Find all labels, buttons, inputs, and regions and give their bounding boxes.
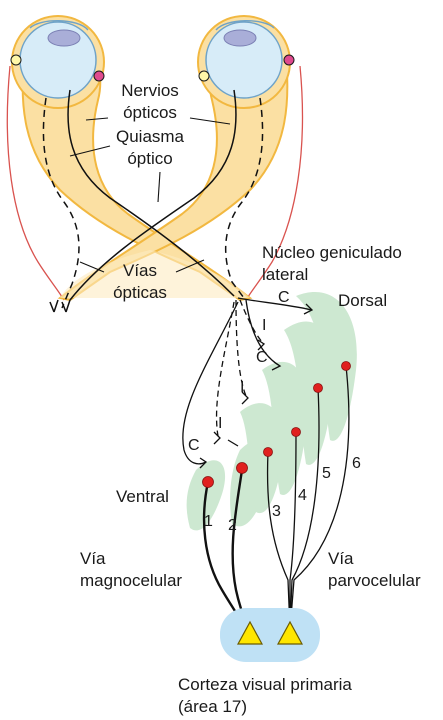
left-temporal-retina-dot: [11, 55, 21, 65]
label-vias-2: ópticas: [113, 283, 167, 302]
left-lens: [48, 30, 80, 46]
label-nervios-2: ópticos: [123, 103, 177, 122]
cell-dot-layer-2: [237, 463, 248, 474]
layer-number-5: 5: [322, 465, 331, 482]
primary-visual-cortex: [220, 608, 320, 662]
fiber-low-extra: [228, 440, 238, 446]
marker-i-top: I: [262, 317, 266, 334]
cell-dot-layer-5: [314, 384, 323, 393]
label-magno-2: magnocelular: [80, 571, 182, 590]
label-quiasma-2: óptico: [127, 149, 172, 168]
layer-number-2: 2: [228, 517, 237, 534]
fiber-low-i-fork: [214, 432, 220, 444]
cell-dot-layer-1: [203, 477, 214, 488]
label-parvo-1: Vía: [328, 549, 354, 568]
left-eye: [11, 16, 104, 108]
lgn-layers: [187, 292, 357, 530]
layer-number-1: 1: [204, 513, 213, 530]
marker-c-mid: C: [256, 349, 268, 366]
marker-i-mid: I: [240, 379, 244, 396]
right-lens: [224, 30, 256, 46]
left-nasal-retina-dot: [94, 71, 104, 81]
cortex-area: [220, 608, 320, 662]
fiber-top-i: [240, 300, 264, 344]
quiasma-leader-down: [158, 172, 160, 202]
left-arrow-solid: [62, 300, 70, 312]
label-nucleo-1: Núcleo geniculado: [262, 243, 402, 262]
layer-number-3: 3: [272, 503, 281, 520]
label-magno-1: Vía: [80, 549, 106, 568]
label-corteza-1: Corteza visual primaria: [178, 675, 352, 694]
cell-dot-layer-6: [342, 362, 351, 371]
label-nervios-1: Nervios: [121, 81, 179, 100]
right-nasal-retina-dot: [199, 71, 209, 81]
left-arrow-dashed: [50, 300, 58, 312]
layer-number-6: 6: [352, 455, 361, 472]
label-quiasma-1: Quiasma: [116, 127, 185, 146]
marker-i-low: I: [218, 415, 222, 432]
cell-dot-layer-3: [264, 448, 273, 457]
marker-c-top: C: [278, 289, 290, 306]
cell-dot-layer-4: [292, 428, 301, 437]
label-parvo-2: parvocelular: [328, 571, 421, 590]
label-ventral: Ventral: [116, 487, 169, 506]
label-nucleo-2: lateral: [262, 265, 308, 284]
marker-c-low: C: [188, 437, 200, 454]
right-temporal-retina-dot: [284, 55, 294, 65]
label-corteza-2: (área 17): [178, 697, 247, 716]
label-vias-1: Vías: [123, 261, 157, 280]
layer-number-4: 4: [298, 487, 307, 504]
label-dorsal: Dorsal: [338, 291, 387, 310]
